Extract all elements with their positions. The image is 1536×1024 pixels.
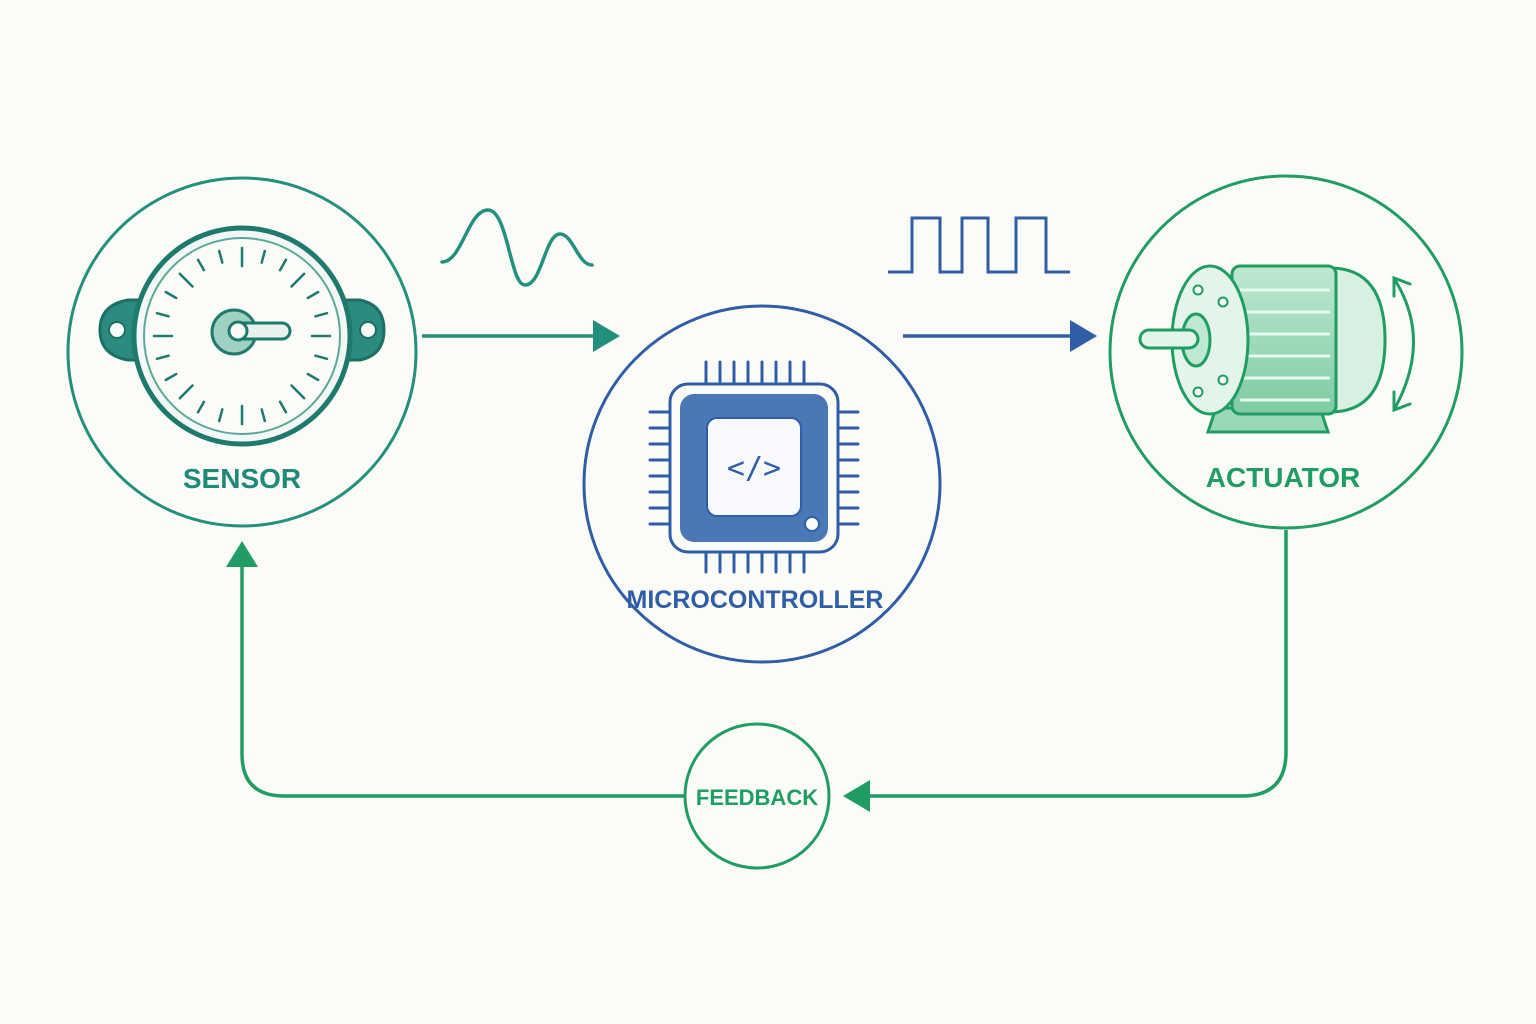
- sensor-label: SENSOR: [183, 463, 301, 494]
- square-wave-icon: [888, 216, 1070, 274]
- actuator-label: ACTUATOR: [1206, 462, 1361, 493]
- gauge-tick: [217, 408, 224, 423]
- gauge-tick: [196, 400, 206, 414]
- microcontroller-node: </> MICROCONTROLLER: [582, 304, 942, 664]
- sine-wave-icon: [440, 208, 594, 287]
- gauge-tick: [306, 372, 320, 382]
- actuator-node-ring: [1108, 174, 1464, 530]
- gauge-tick: [178, 272, 194, 288]
- gauge-tick: [196, 258, 206, 272]
- code-glyph: </>: [727, 451, 781, 486]
- sensor-node: SENSOR: [66, 176, 418, 528]
- gauge-tick: [164, 290, 178, 300]
- gauge-tick: [278, 400, 288, 414]
- feedback-node: FEEDBACK: [683, 722, 831, 870]
- feedback-label: FEEDBACK: [696, 785, 818, 810]
- sensor-to-mcu-arrow: [422, 320, 620, 352]
- microcontroller-label: MICROCONTROLLER: [627, 586, 884, 614]
- gauge-tick: [260, 408, 267, 423]
- actuator-node: ACTUATOR: [1108, 174, 1464, 530]
- gauge-tick: [290, 272, 306, 288]
- gauge-tick: [314, 311, 329, 318]
- gauge-tick: [306, 290, 320, 300]
- gauge-tick: [260, 249, 267, 264]
- sensor-node-ring: [66, 176, 418, 528]
- feedback-return-path: [226, 530, 1288, 812]
- feedback-node-ring: [683, 722, 831, 870]
- gauge-tick: [155, 311, 170, 318]
- rotation-arrows-icon: [1392, 275, 1415, 413]
- gauge-tick: [164, 372, 178, 382]
- gauge-tick: [217, 249, 224, 264]
- gauge-tick: [290, 384, 306, 400]
- motor-icon: [1138, 264, 1387, 434]
- chip-icon: </>: [648, 360, 860, 574]
- gauge-icon: [98, 225, 386, 447]
- gauge-tick: [178, 384, 194, 400]
- gauge-tick: [314, 354, 329, 361]
- mcu-to-actuator-arrow: [903, 320, 1097, 352]
- microcontroller-node-ring: [582, 304, 942, 664]
- gauge-tick: [278, 258, 288, 272]
- gauge-tick: [155, 354, 170, 361]
